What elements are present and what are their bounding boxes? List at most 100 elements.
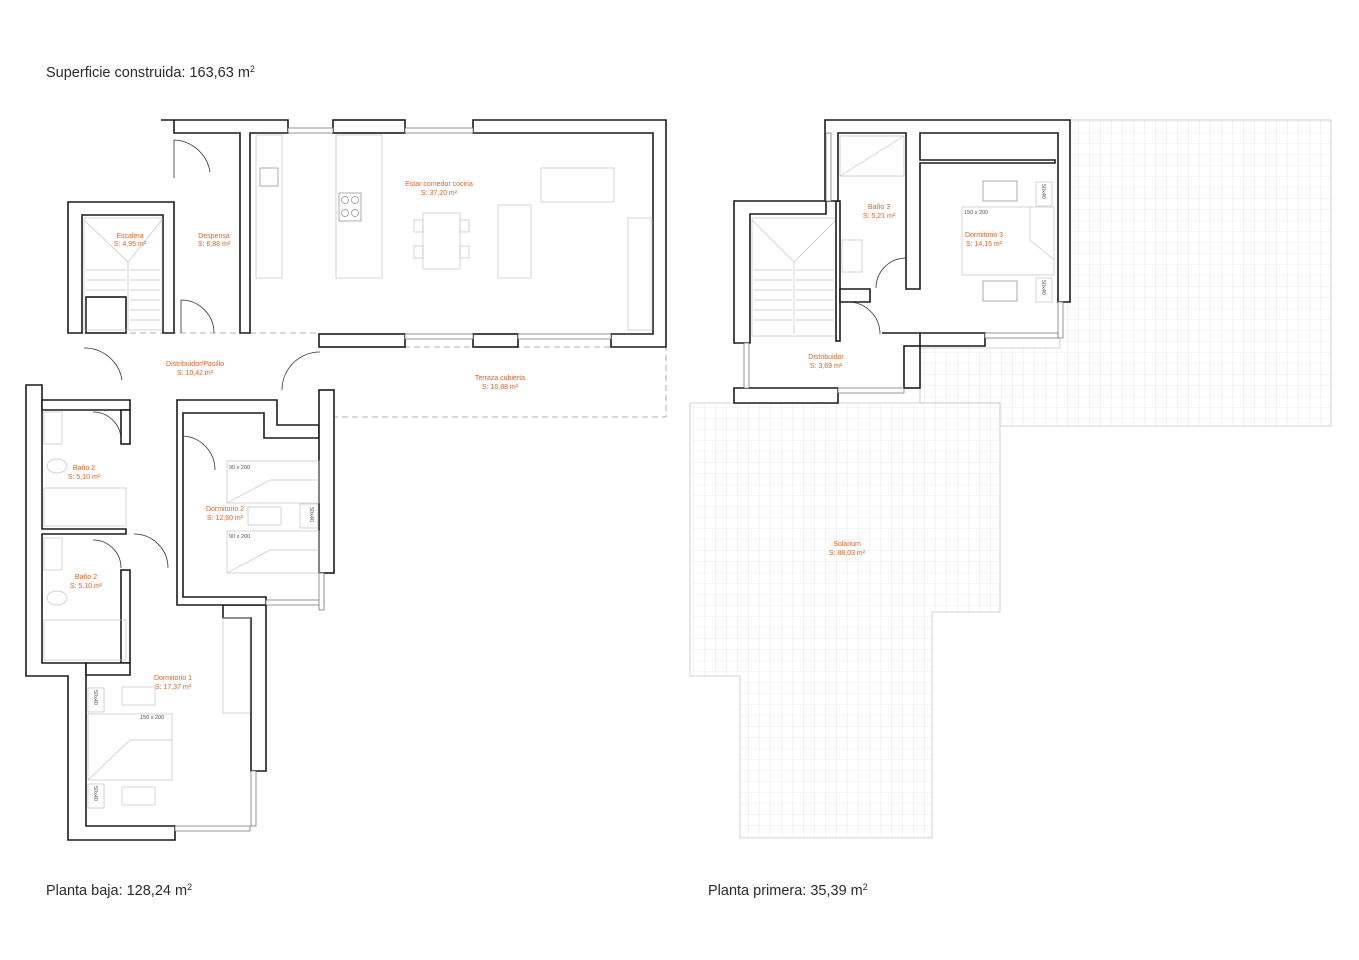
- wall: [67, 201, 175, 334]
- ground-floor-caption: Planta baja: 128,24 m2: [46, 882, 193, 899]
- nightstand-label: 50x40: [308, 507, 314, 522]
- double-bed: [961, 206, 1055, 276]
- window: [517, 333, 612, 340]
- room-name: Despensa: [198, 233, 230, 240]
- wall: [835, 200, 841, 342]
- kitchen-island: [335, 134, 383, 279]
- window: [743, 342, 750, 389]
- sofa: [540, 167, 615, 203]
- room-name: Baño 2: [75, 574, 97, 581]
- tv-cabinet: [982, 180, 1018, 202]
- wall: [41, 399, 131, 411]
- door-swing: [173, 139, 211, 178]
- nightstand: [299, 503, 319, 529]
- wall: [25, 384, 176, 841]
- shower: [43, 487, 127, 527]
- nightstand: [87, 687, 105, 713]
- nightstand-label: 50x40: [92, 786, 98, 801]
- dining-table: [422, 212, 461, 270]
- room-name: Dormitorio 3: [965, 232, 1003, 239]
- door-swing: [281, 351, 321, 391]
- bed-size-label: 150 x 200: [140, 715, 164, 721]
- room-area: S: 3,69 m²: [810, 363, 843, 370]
- room-name: Solarium: [833, 541, 861, 548]
- window: [287, 127, 334, 134]
- wall: [472, 119, 667, 348]
- wall: [161, 119, 289, 334]
- cooktop: [338, 192, 362, 222]
- room-area: S: 10,42 m²: [177, 370, 214, 377]
- desk: [121, 786, 156, 806]
- window: [174, 825, 251, 832]
- bench: [121, 686, 156, 706]
- door-swing: [92, 539, 122, 569]
- room-name: Estar comedor cocina: [405, 181, 473, 188]
- solarium-tiles: [689, 402, 1001, 839]
- nightstand: [1035, 181, 1053, 207]
- desk: [247, 506, 282, 526]
- door-swing: [83, 347, 123, 381]
- window: [1057, 301, 1064, 339]
- room-area: S: 10,88 m²: [482, 384, 519, 391]
- nightstand: [1035, 277, 1053, 303]
- room-area: S: 4,95 m²: [114, 241, 147, 248]
- first-room-labels: Baño 3 S: 5,21 m² Dormitorio 3 S: 14,15 …: [808, 204, 1003, 557]
- room-name: Dormitorio 1: [154, 675, 192, 682]
- wall: [176, 399, 320, 606]
- window: [837, 387, 905, 394]
- room-area: S: 12,60 m²: [207, 515, 244, 522]
- room-area: S: 5,10 m²: [68, 474, 101, 481]
- total-built-area-caption: Superficie construida: 163,63 m2: [46, 64, 255, 81]
- toilet: [46, 590, 68, 606]
- wall: [318, 389, 335, 574]
- wall: [332, 119, 406, 134]
- furniture-labels: 90 x 200 90 x 200 150 x 200 150 x 200 50…: [92, 184, 1046, 801]
- nightstand-label: 50x40: [92, 690, 98, 705]
- wall: [85, 662, 131, 676]
- ground-room-labels: Estar comedor cocina S: 37,20 m² Escaler…: [68, 181, 525, 691]
- sofa: [497, 204, 532, 279]
- wall: [839, 288, 871, 303]
- wardrobe: [222, 617, 251, 714]
- room-area: S: 88,03 m²: [829, 550, 866, 557]
- bed-size-label: 90 x 200: [229, 465, 250, 471]
- door-swing: [182, 435, 216, 471]
- wall: [472, 333, 519, 348]
- single-bed: [226, 530, 320, 574]
- window: [404, 127, 474, 134]
- single-bed: [226, 460, 320, 504]
- room-name: Escalera: [116, 233, 143, 240]
- washbasin: [841, 239, 863, 273]
- wall: [733, 387, 839, 404]
- room-name: Terraza cubierta: [475, 375, 525, 382]
- cabinet: [627, 217, 653, 331]
- double-bed: [87, 713, 173, 781]
- door-swing: [847, 301, 881, 335]
- nightstand-label: 50x40: [1040, 184, 1046, 199]
- wall: [120, 569, 131, 664]
- terrace-outline: [334, 346, 667, 418]
- room-name: Baño 2: [73, 465, 95, 472]
- wall: [882, 332, 986, 347]
- first-floor-caption: Planta primera: 35,39 m2: [708, 882, 868, 899]
- window: [265, 599, 325, 606]
- shower: [839, 135, 905, 177]
- toilet: [46, 458, 68, 474]
- window: [318, 572, 325, 611]
- room-name: Distribuidor: [808, 354, 844, 361]
- room-area: S: 6,88 m²: [198, 241, 231, 248]
- nightstand: [87, 783, 105, 809]
- wall: [222, 604, 267, 772]
- room-area: S: 5,21 m²: [863, 213, 896, 220]
- shower: [43, 619, 127, 661]
- wall: [85, 296, 127, 334]
- room-name: Dormitorio 2: [206, 506, 244, 513]
- room-name: Distribuidor/Pasillo: [166, 361, 224, 368]
- door-swing: [180, 299, 215, 334]
- washbasin: [43, 537, 63, 571]
- staircase: [83, 217, 163, 331]
- first-floor-plan: [689, 119, 1332, 839]
- window: [825, 132, 832, 202]
- window: [404, 333, 474, 340]
